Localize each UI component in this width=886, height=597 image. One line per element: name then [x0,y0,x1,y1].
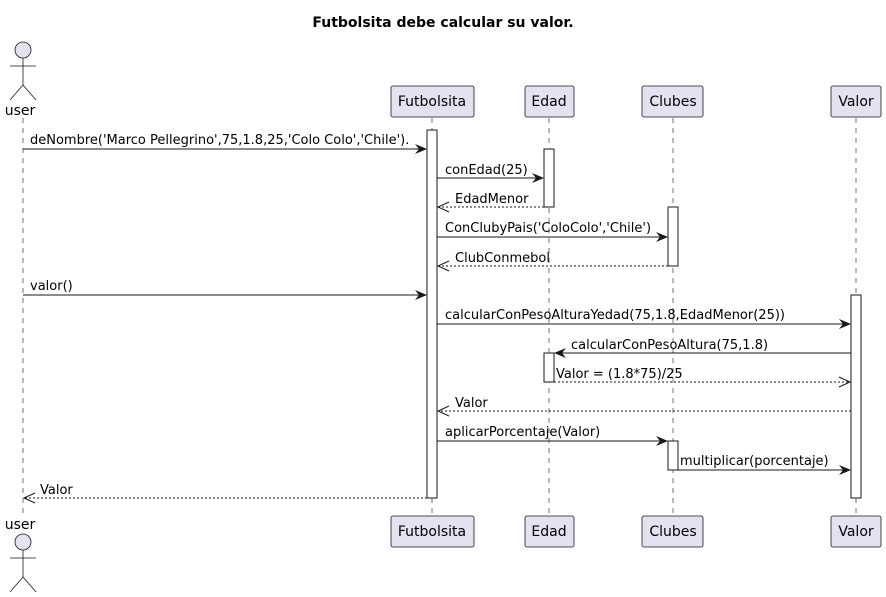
message-label: ConClubyPais('ColoColo','Chile') [445,221,651,236]
actor-head [14,41,32,59]
message-valor-return-1: Valor [436,396,851,417]
activation-edad-2 [543,352,555,383]
participant-label-edad: Edad [531,524,566,540]
actor-head [14,533,32,551]
participant-edad-bottom: Edad [524,515,575,548]
activation-edad-1 [543,148,555,208]
participant-label-futbolsita: Futbolsita [398,94,466,110]
message-denombre: deNombre('Marco Pellegrino',75,1.8,25,'C… [23,133,427,154]
message-calcularconpesoaltura: calcularConPesoAltura(75,1.8) [554,338,851,358]
participant-label-clubes: Clubes [649,94,696,110]
participant-futbolsita-bottom: Futbolsita [390,515,475,548]
message-valor-return-final: Valor [22,483,427,504]
message-label: deNombre('Marco Pellegrino',75,1.8,25,'C… [30,133,409,148]
message-label: Valor [455,396,488,411]
participant-label-valor: Valor [838,94,874,110]
message-label: multiplicar(porcentaje) [680,454,829,469]
message-label: aplicarPorcentaje(Valor) [445,425,600,440]
message-conedad: conEdad(25) [437,163,544,183]
message-label: calcularConPesoAlturaYedad(75,1.8,EdadMe… [445,308,785,323]
message-conclubypais: ConClubyPais('ColoColo','Chile') [437,221,668,242]
activation-clubes-2 [667,440,679,471]
participant-label-valor: Valor [838,524,874,540]
message-calcularconpesoalturayedad: calcularConPesoAlturaYedad(75,1.8,EdadMe… [437,308,851,329]
activation-clubes-1 [667,206,679,267]
message-clubconmebol-return: ClubConmebol [436,251,668,272]
participant-valor-top: Valor [830,85,882,118]
message-valor-formula-return: Valor = (1.8*75)/25 [554,367,852,388]
participant-label-clubes: Clubes [649,524,696,540]
message-label: EdadMenor [455,192,529,207]
message-label: Valor [40,483,73,498]
participant-label-user: user [5,103,36,119]
message-edadmenor-return: EdadMenor [436,192,544,213]
activation-valor [850,294,862,499]
participant-label-edad: Edad [531,94,566,110]
message-label: valor() [30,279,73,294]
message-label: calcularConPesoAltura(75,1.8) [571,338,768,353]
activation-futbolsita [426,129,438,499]
message-multiplicar: multiplicar(porcentaje) [678,454,851,475]
participant-edad-top: Edad [524,85,575,118]
message-label: Valor = (1.8*75)/25 [556,367,683,382]
participant-label-futbolsita: Futbolsita [398,524,466,540]
actor-user-bottom: user [5,517,37,593]
message-valor-call: valor() [23,279,427,300]
message-label: conEdad(25) [445,163,528,178]
actor-user-top: user [5,41,37,119]
diagram-title: Futbolsita debe calcular su valor. [312,15,573,31]
participant-clubes-bottom: Clubes [641,515,704,548]
participant-clubes-top: Clubes [641,85,704,118]
message-label: ClubConmebol [455,251,550,266]
participant-valor-bottom: Valor [830,515,882,548]
message-aplicarporcentaje: aplicarPorcentaje(Valor) [437,425,668,446]
participant-label-user: user [5,517,36,533]
participant-futbolsita-top: Futbolsita [390,85,475,118]
